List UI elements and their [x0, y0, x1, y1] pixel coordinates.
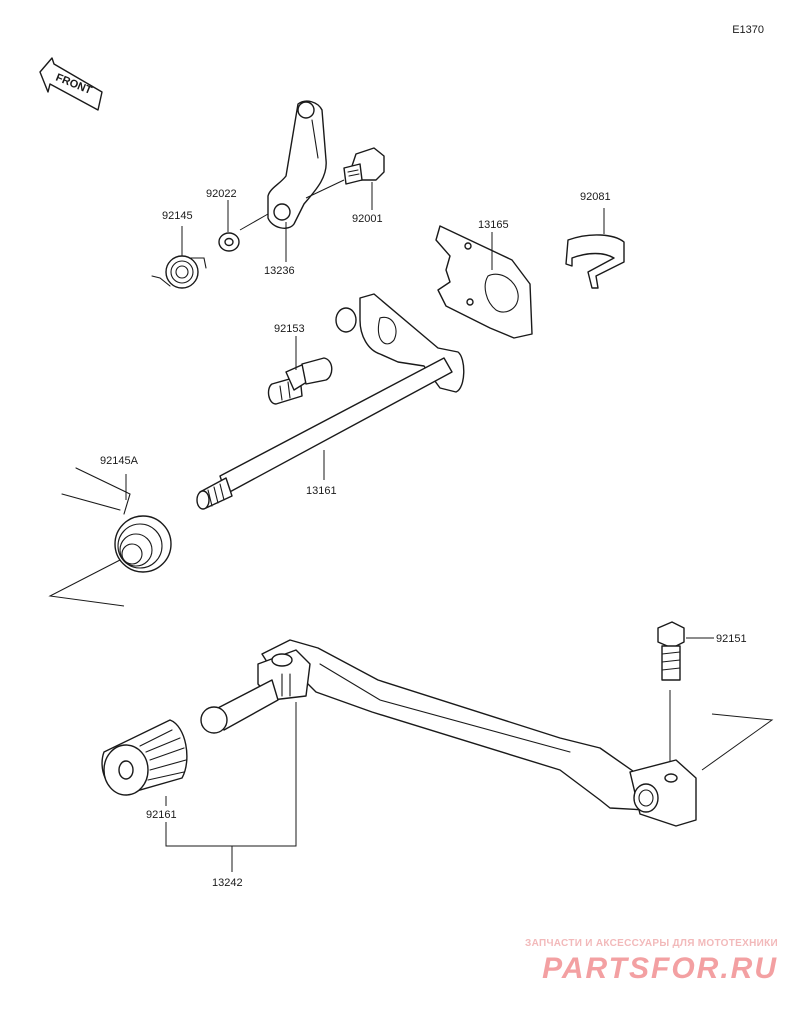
label-92145: 92145 — [162, 210, 193, 222]
label-92153: 92153 — [274, 323, 305, 335]
shift-pedal-13242[interactable] — [200, 639, 774, 827]
spring-92145[interactable] — [151, 226, 207, 289]
bolt-92001[interactable] — [305, 147, 385, 210]
label-92145a: 92145A — [100, 455, 139, 467]
label-92022: 92022 — [206, 188, 237, 200]
watermark-subtitle: ЗАПЧАСТИ И АКСЕССУАРЫ ДЛЯ МОТОТЕХНИКИ — [525, 938, 778, 949]
diagram-code: E1370 — [732, 24, 764, 36]
pin-92153[interactable] — [267, 336, 333, 405]
label-13161: 13161 — [306, 485, 337, 497]
pedal-rubber-92161[interactable] — [101, 719, 188, 806]
label-92161: 92161 — [146, 809, 177, 821]
label-13236: 13236 — [264, 265, 295, 277]
shift-shaft-13161[interactable] — [196, 293, 465, 510]
clip-92081[interactable] — [565, 208, 625, 289]
spring-92145a[interactable] — [48, 467, 172, 607]
guide-plate-13165[interactable] — [435, 225, 533, 339]
bolt-92151[interactable] — [657, 621, 714, 770]
bracket-13242 — [165, 702, 297, 847]
label-13165: 13165 — [478, 219, 509, 231]
label-92001: 92001 — [352, 213, 383, 225]
label-92081: 92081 — [580, 191, 611, 203]
label-92151: 92151 — [716, 633, 747, 645]
label-13242: 13242 — [212, 877, 243, 889]
watermark-brand: PARTSFOR.RU — [542, 952, 778, 985]
front-arrow-icon: FRONT — [39, 57, 103, 111]
washer-92022[interactable] — [218, 200, 240, 252]
shift-arm-13236[interactable] — [239, 100, 327, 262]
